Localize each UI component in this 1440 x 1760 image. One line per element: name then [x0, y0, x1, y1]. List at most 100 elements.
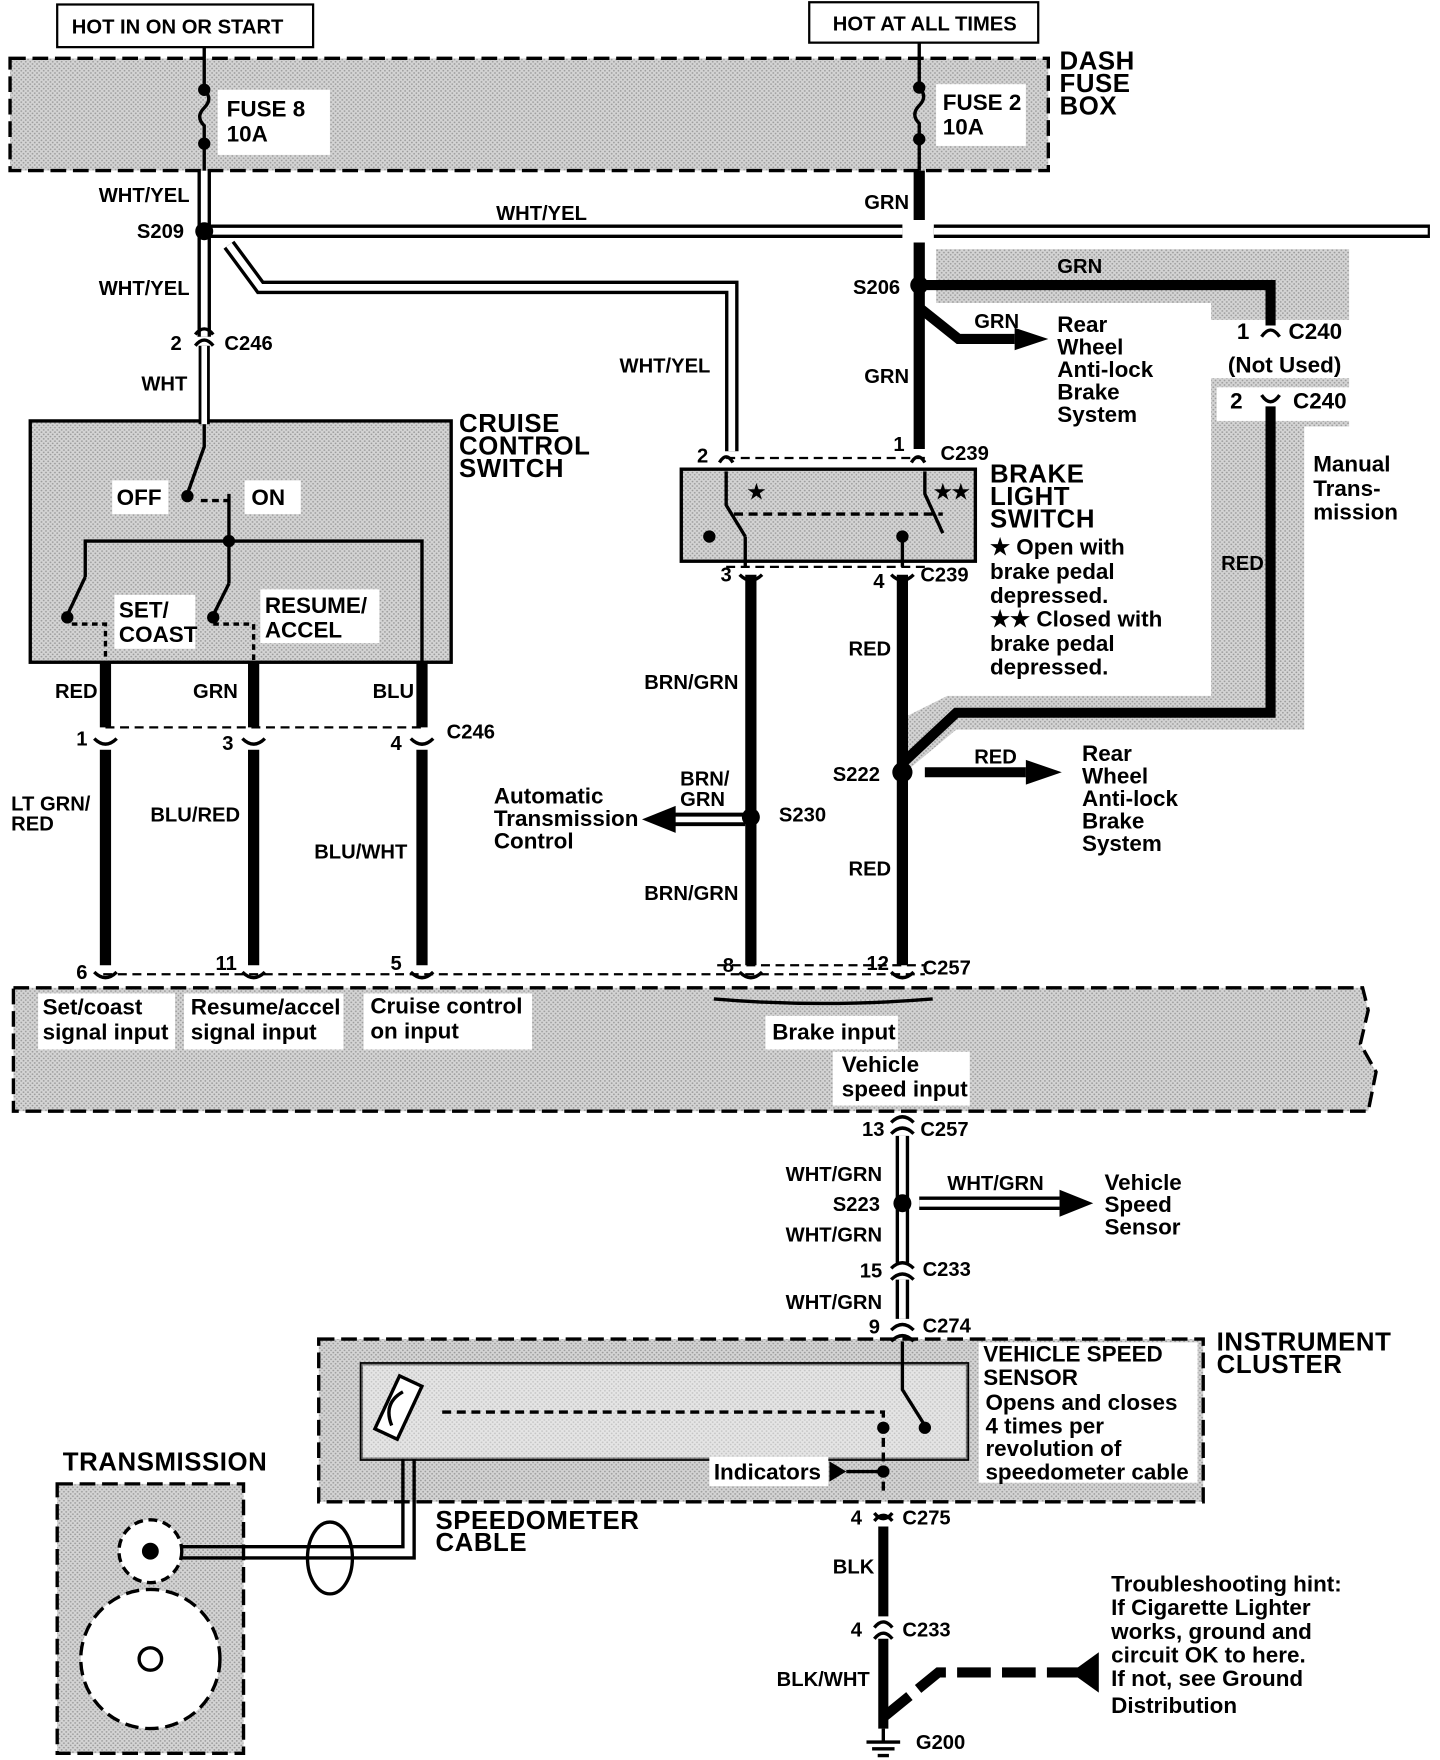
ground-g200: G200 — [916, 1732, 965, 1754]
fuse-box-title-1: DASH — [1060, 48, 1135, 76]
c233-a-name: C233 — [923, 1259, 971, 1281]
ecu-resume-1: Resume/accel — [191, 995, 341, 1020]
abs-2-line-5: System — [1082, 831, 1162, 856]
shaded-regions — [8, 56, 1399, 1755]
fuse-box-title-2: FUSE — [1060, 70, 1131, 98]
vss-title-2: SENSOR — [983, 1365, 1078, 1390]
ecu-speed-input-1: Vehicle — [842, 1052, 919, 1077]
cruise-switch-title-1: CRUISE — [459, 410, 560, 438]
c246-pin-4: 4 — [391, 733, 403, 755]
hot-run-label: HOT IN ON OR START — [72, 17, 284, 39]
cluster-title-1: INSTRUMENT — [1217, 1328, 1392, 1356]
c275-pin: 4 — [851, 1507, 863, 1529]
c257-top-name: C257 — [923, 957, 971, 979]
abs-1-line-4: Brake — [1057, 380, 1119, 405]
c257-pin-8: 8 — [723, 955, 734, 977]
ecu-cruise-on-2: on input — [370, 1018, 459, 1043]
c240-1-pin: 1 — [1237, 319, 1249, 344]
wire-red-1: RED — [55, 681, 98, 703]
wire-wht-yel-1: WHT/YEL — [99, 185, 190, 207]
wire-blu-wht: BLU/WHT — [314, 842, 408, 864]
wire-red-3: RED — [849, 639, 892, 661]
brake-switch-title-2: LIGHT — [990, 483, 1070, 511]
wire-blu-red: BLU/RED — [150, 805, 240, 827]
speedo-cable-1: SPEEDOMETER — [435, 1507, 639, 1535]
s223-dot — [893, 1194, 912, 1213]
wire-grn-2: GRN — [1057, 256, 1102, 278]
wire-brn-grn-3: BRN/GRN — [644, 883, 738, 905]
hot-always-label: HOT AT ALL TIMES — [833, 13, 1017, 35]
hint-line-3: works, ground and — [1110, 1619, 1312, 1644]
c239-bot-pin-3: 3 — [721, 564, 732, 586]
splice-s223: S223 — [833, 1194, 880, 1216]
c240-note: (Not Used) — [1228, 353, 1341, 378]
speedo-cable-2: CABLE — [435, 1529, 527, 1557]
brake-switch-contacts — [703, 471, 945, 567]
abs-1-line-3: Anti-lock — [1057, 357, 1154, 382]
atc-line-3: Control — [494, 829, 574, 854]
vss-desc-4: speedometer cable — [985, 1459, 1188, 1484]
wire-red-2: RED — [1221, 553, 1264, 575]
vss-switch — [372, 1341, 932, 1493]
hint-line-5: If not, see Ground — [1111, 1666, 1303, 1691]
rotation-arrow-icon — [305, 1520, 355, 1596]
c239-top-pin-2: 2 — [697, 445, 708, 467]
wire-wht-grn-4: WHT/GRN — [786, 1292, 882, 1314]
vss-desc-2: 4 times per — [985, 1413, 1104, 1438]
s209-dot — [195, 222, 214, 241]
fuse-box-title-3: BOX — [1060, 92, 1118, 120]
wire-red-5: RED — [849, 859, 892, 881]
abs-1-line-2: Wheel — [1057, 335, 1123, 360]
cruise-set-label-1: SET/ — [119, 597, 170, 622]
c240-2-pin: 2 — [1230, 389, 1242, 414]
c275-name: C275 — [902, 1507, 950, 1529]
wire-wht: WHT — [141, 374, 188, 396]
c239-top-pin-1: 1 — [893, 434, 904, 456]
indicators-label: Indicators — [714, 1459, 821, 1484]
abs-1-line-5: System — [1057, 402, 1137, 427]
c257-pin-6: 6 — [76, 962, 87, 984]
splice-dots — [195, 222, 929, 1213]
cruise-switch-contacts — [61, 424, 424, 663]
wire-wht-grn-1: WHT/GRN — [786, 1164, 882, 1186]
cruise-resume-label-2: ACCEL — [265, 618, 343, 643]
c257-pin-11: 11 — [215, 953, 236, 975]
manual-trans-3: mission — [1313, 500, 1398, 525]
wire-wht-yel-4: WHT/YEL — [620, 356, 711, 378]
c233-a-pin: 15 — [860, 1260, 882, 1282]
atc-line-2: Transmission — [494, 806, 639, 831]
wire-grn-4: GRN — [864, 366, 909, 388]
vss-desc-3: revolution of — [985, 1436, 1121, 1461]
splice-s230: S230 — [779, 805, 826, 827]
fuse8-label: FUSE 8 — [227, 97, 306, 122]
c246-top-pin: 2 — [171, 333, 182, 355]
wire-red-4: RED — [974, 746, 1017, 768]
c240-1-name: C240 — [1289, 319, 1343, 344]
s230-dot — [741, 808, 760, 827]
vss-title-1: VEHICLE SPEED — [983, 1342, 1163, 1367]
abs-2-line-4: Brake — [1082, 808, 1144, 833]
splice-s222: S222 — [833, 764, 880, 786]
brake-note-2: brake pedal — [990, 559, 1115, 584]
abs-1-line-1: Rear — [1057, 312, 1107, 337]
hint-line-1: Troubleshooting hint: — [1111, 1572, 1342, 1597]
magnet-icon — [372, 1373, 425, 1442]
wire-wht-grn-2: WHT/GRN — [947, 1173, 1043, 1195]
cruise-resume-label-1: RESUME/ — [265, 593, 368, 618]
arrow-hint — [1070, 1652, 1099, 1693]
wire-lt-grn-red-1: LT GRN/ — [11, 793, 91, 815]
c233-b-name: C233 — [902, 1620, 950, 1642]
wire-blu: BLU — [373, 681, 414, 703]
brake-note-1: ★ Open with — [990, 534, 1125, 559]
brake-switch-title-1: BRAKE — [990, 461, 1085, 489]
wire-grn-1: GRN — [864, 192, 909, 214]
vss-dest-2: Speed — [1104, 1192, 1171, 1217]
brake-note-5: brake pedal — [990, 631, 1115, 656]
cluster-title-2: CLUSTER — [1217, 1351, 1343, 1379]
ecu-resume-2: signal input — [191, 1019, 317, 1044]
vss-desc-1: Opens and closes — [985, 1390, 1177, 1415]
wire-blk: BLK — [833, 1557, 875, 1579]
ecu-brake-input: Brake input — [772, 1019, 896, 1044]
s222-dot — [892, 762, 913, 783]
